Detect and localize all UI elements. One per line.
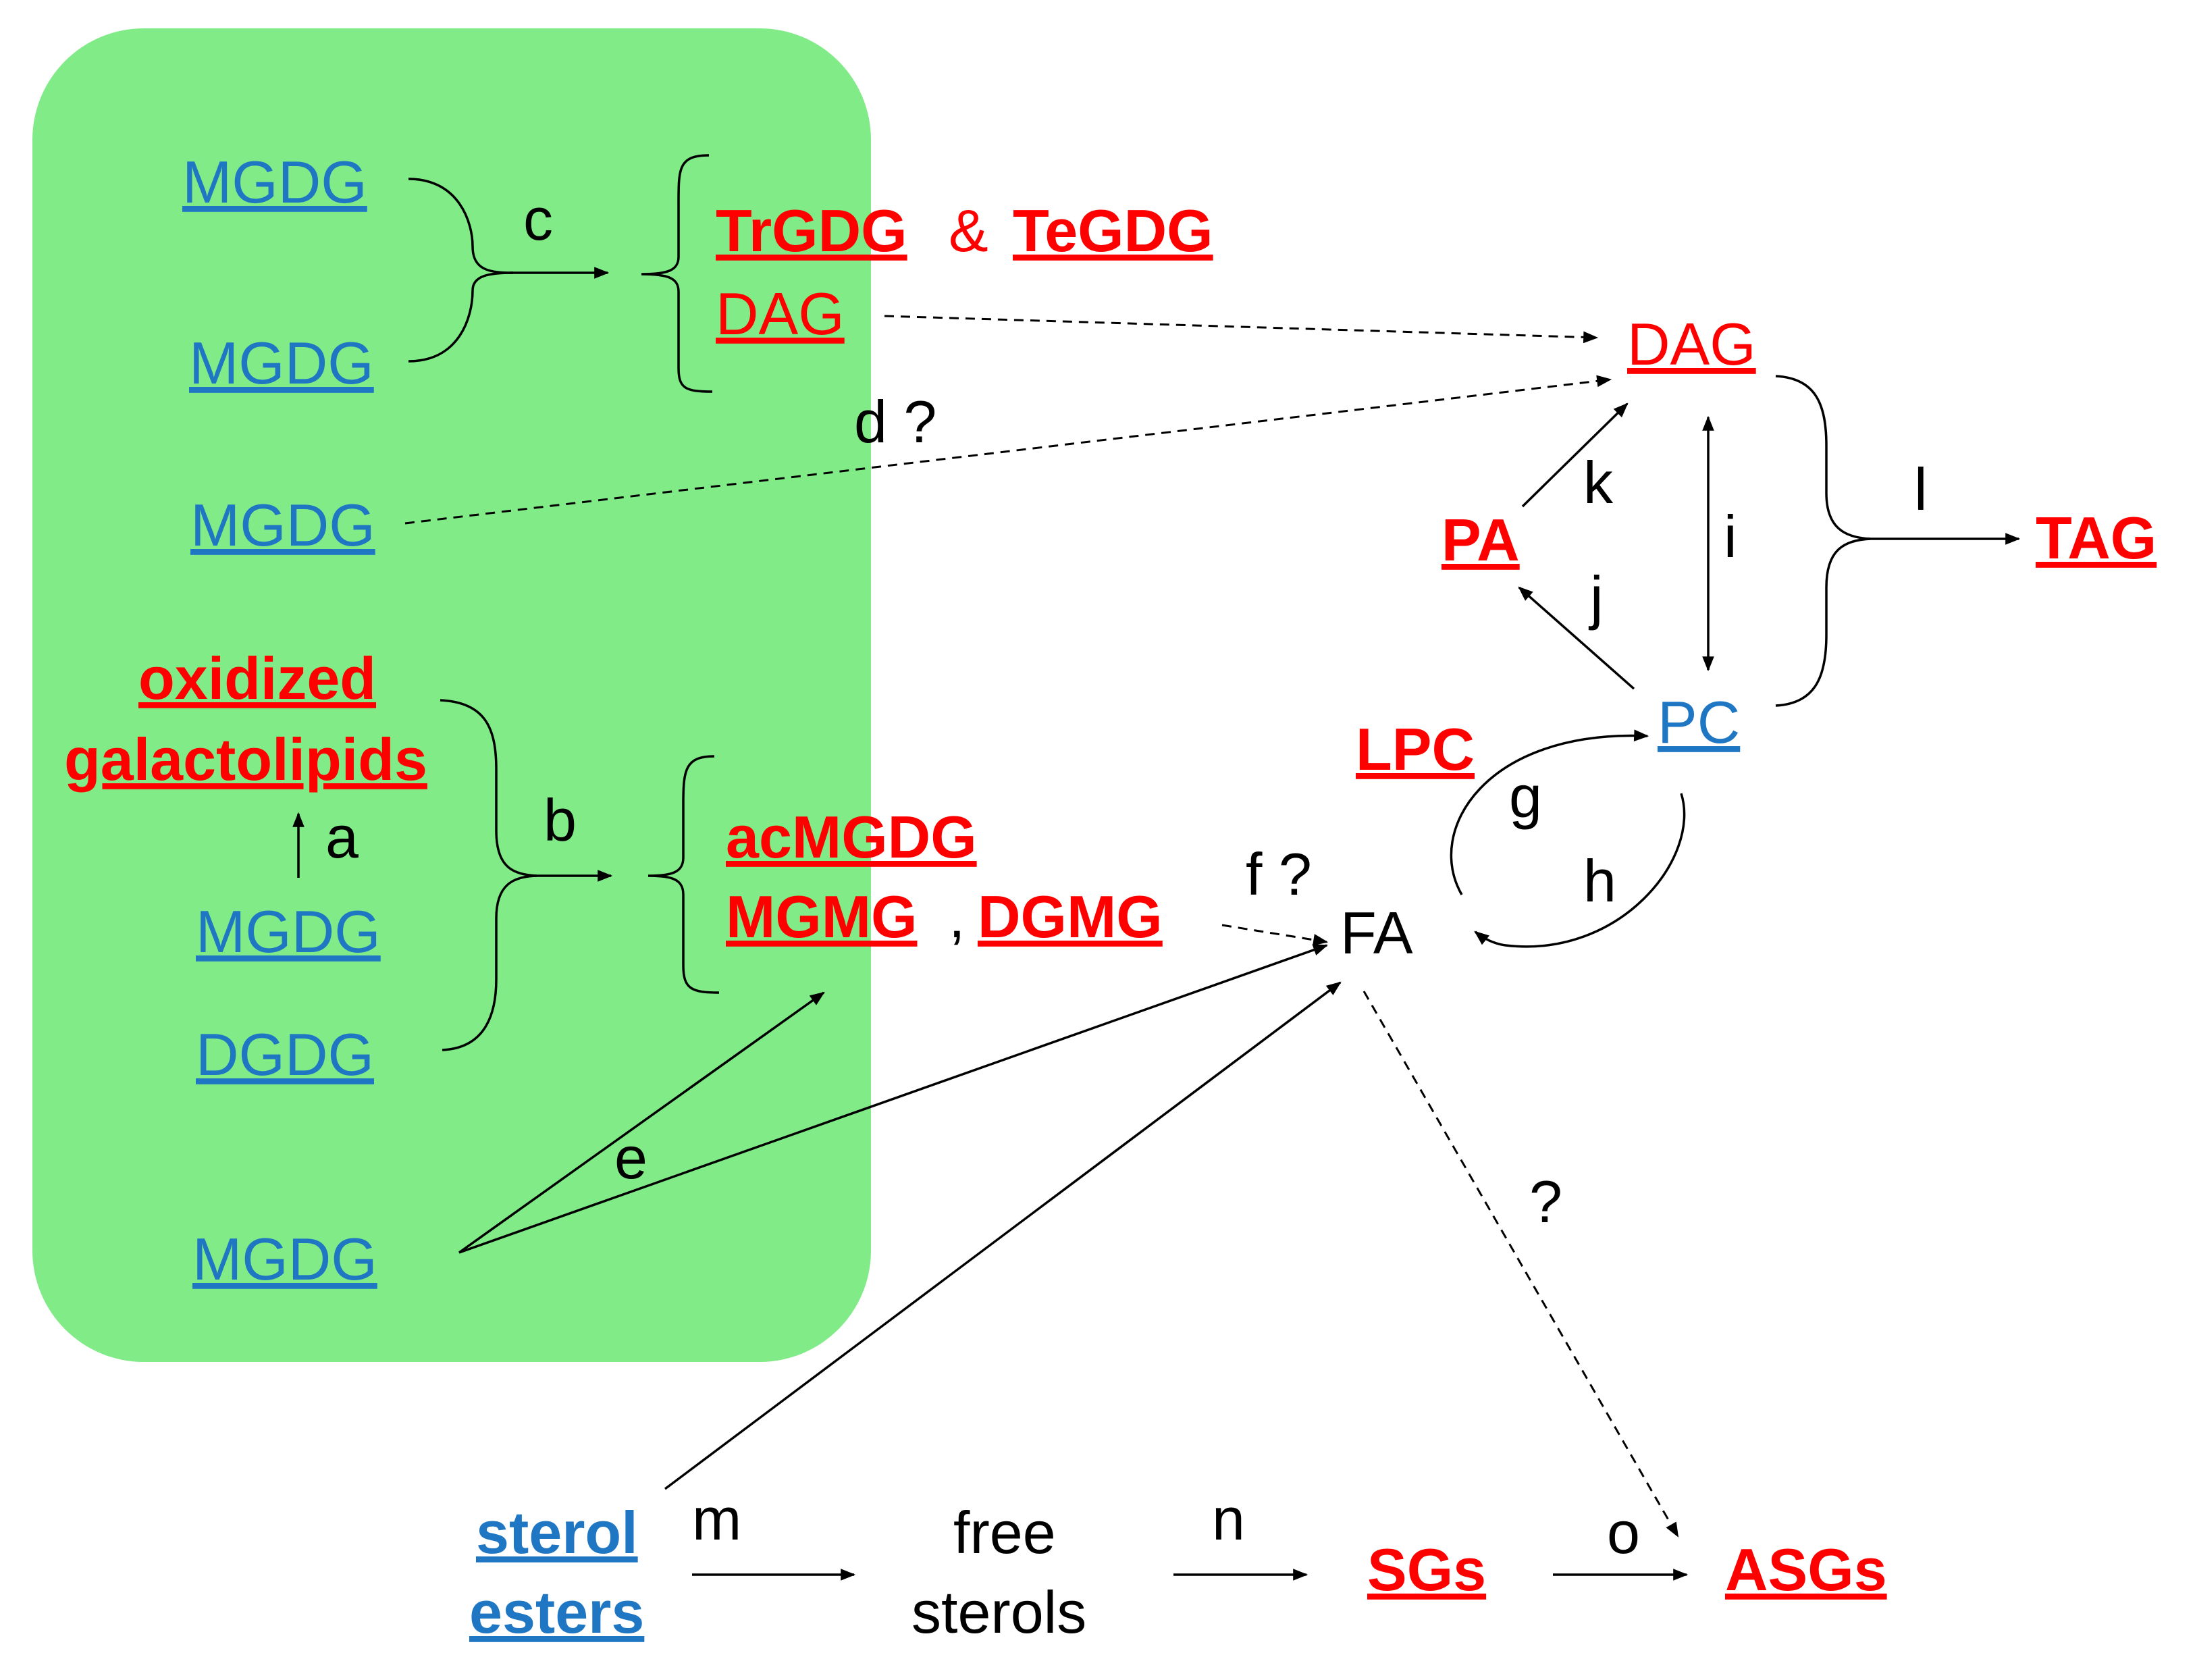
node-mgdg-3: MGDG — [190, 492, 375, 558]
node-acmgdg: acMGDG — [726, 804, 977, 870]
merge-curve-l-top — [1775, 375, 1871, 540]
bracket-b-products — [647, 755, 720, 994]
reaction-label-i: i — [1724, 503, 1737, 570]
node-dag-right: DAG — [1627, 311, 1756, 377]
reaction-label-unknown: ? — [1529, 1168, 1562, 1235]
reaction-label-j: j — [1588, 564, 1604, 631]
node-mgmg: MGMG — [726, 883, 918, 950]
node-esters: esters — [469, 1579, 644, 1646]
node-ampersand: & — [949, 197, 988, 264]
node-oxidized: oxidized — [138, 645, 376, 712]
reaction-label-h: h — [1583, 847, 1616, 914]
merge-curve-c-bottom — [408, 271, 514, 363]
node-tag: TAG — [2036, 504, 2157, 571]
node-dgdg: DGDG — [196, 1021, 374, 1088]
node-trgdg: TrGDG — [716, 197, 907, 264]
arrow-g — [1450, 729, 1649, 895]
node-sterol: sterol — [476, 1499, 638, 1566]
node-pc: PC — [1658, 689, 1740, 756]
node-mgdg-5: MGDG — [192, 1226, 377, 1292]
node-fa: FA — [1340, 899, 1413, 966]
reaction-label-n: n — [1212, 1486, 1245, 1552]
node-tegdg: TeGDG — [1013, 197, 1213, 264]
reaction-label-f: f ? — [1246, 841, 1312, 908]
reaction-label-o: o — [1607, 1499, 1640, 1566]
arrow-f — [1221, 924, 1329, 946]
arrow-e-to-acmgdg — [458, 991, 825, 1254]
reaction-label-d: d ? — [854, 388, 936, 455]
node-sgs: SGs — [1367, 1536, 1486, 1603]
chloroplast-region — [32, 28, 871, 1362]
node-dgmg: DGMG — [978, 883, 1163, 950]
reaction-label-c: c — [523, 186, 553, 253]
node-dag-left: DAG — [716, 280, 845, 347]
reaction-label-e: e — [614, 1124, 647, 1191]
node-comma: , — [949, 883, 965, 950]
bracket-c-products — [641, 154, 713, 393]
arrow-sterol-to-fa — [664, 981, 1342, 1490]
merge-curve-b-top — [440, 699, 537, 877]
node-pa: PA — [1442, 506, 1520, 573]
arrow-j — [1518, 586, 1635, 690]
node-galactolipids: galactolipids — [64, 726, 427, 793]
node-mgdg-4: MGDG — [196, 898, 381, 965]
node-free: free — [953, 1499, 1056, 1566]
arrow-h — [1474, 793, 1686, 948]
reaction-label-k: k — [1583, 449, 1614, 516]
arrow-fa-to-asgs — [1363, 991, 1679, 1538]
node-mgdg-2: MGDG — [189, 330, 374, 396]
reaction-label-a: a — [325, 804, 359, 870]
reaction-label-l: l — [1914, 456, 1928, 523]
merge-curve-c-top — [408, 178, 514, 274]
node-mgdg-1: MGDG — [182, 149, 367, 215]
arrow-k — [1521, 402, 1629, 508]
node-sterols: sterols — [911, 1579, 1086, 1646]
node-asgs: ASGs — [1725, 1536, 1887, 1603]
reaction-label-g: g — [1509, 763, 1542, 830]
merge-curve-l-bottom — [1775, 537, 1871, 707]
arrow-d — [404, 375, 1612, 525]
reaction-label-b: b — [544, 787, 577, 854]
node-lpc: LPC — [1356, 716, 1475, 783]
reaction-label-m: m — [692, 1486, 741, 1552]
arrow-dag-transfer — [884, 315, 1599, 344]
arrow-e-to-fa — [458, 944, 1329, 1254]
merge-curve-b-bottom — [442, 874, 537, 1051]
